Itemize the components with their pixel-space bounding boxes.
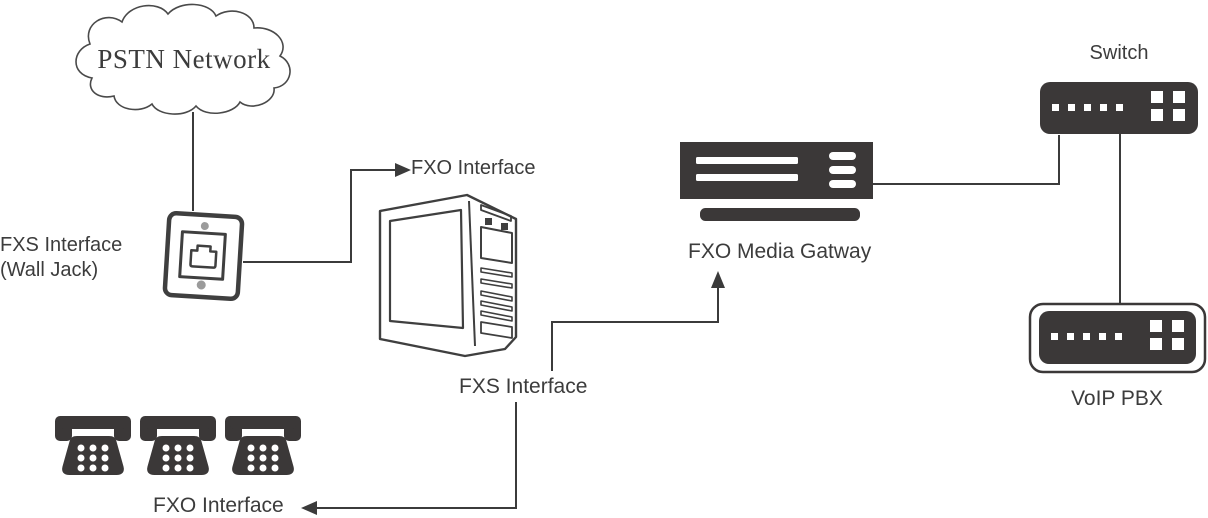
fxo-interface-top-label: FXO Interface	[411, 157, 536, 179]
analog-phone-icon	[55, 416, 131, 475]
arrowhead-up-icon	[711, 271, 725, 288]
rack-device-icon	[680, 142, 873, 221]
analog-phone-icon	[140, 416, 216, 475]
fxo-media-gateway-label: FXO Media Gatway	[688, 240, 872, 263]
desktop-tower-icon	[378, 193, 518, 358]
pstn-network-label: PSTN Network	[97, 44, 271, 74]
screw-icon	[196, 280, 206, 290]
voip-pbx-label: VoIP PBX	[1071, 387, 1163, 410]
wall-jack-icon	[162, 211, 245, 302]
fxs-interface-label: FXS Interface	[459, 375, 588, 398]
connector-walljack-to-fxo-top	[243, 169, 396, 263]
switch-device-icon	[1040, 82, 1198, 134]
fxs-wall-jack-label: FXS Interface (Wall Jack)	[0, 233, 122, 283]
fxs-wall-jack-label-line2: (Wall Jack)	[0, 259, 99, 281]
cloud-icon	[75, 3, 291, 115]
connector-gateway-to-switch	[873, 135, 1060, 185]
voip-pbx-device-icon	[1028, 302, 1207, 374]
screw-icon	[200, 222, 209, 231]
arrowhead-right-icon	[395, 163, 411, 177]
fxs-wall-jack-label-line1: FXS Interface	[0, 234, 123, 256]
connector-fxs-to-gateway	[551, 287, 719, 371]
analog-phone-icon	[225, 416, 301, 475]
arrowhead-left-icon	[301, 501, 317, 515]
connector-fxs-to-fxo-bottom	[317, 402, 517, 509]
fxo-interface-bottom-label: FXO Interface	[153, 494, 284, 517]
switch-label: Switch	[1089, 42, 1149, 64]
